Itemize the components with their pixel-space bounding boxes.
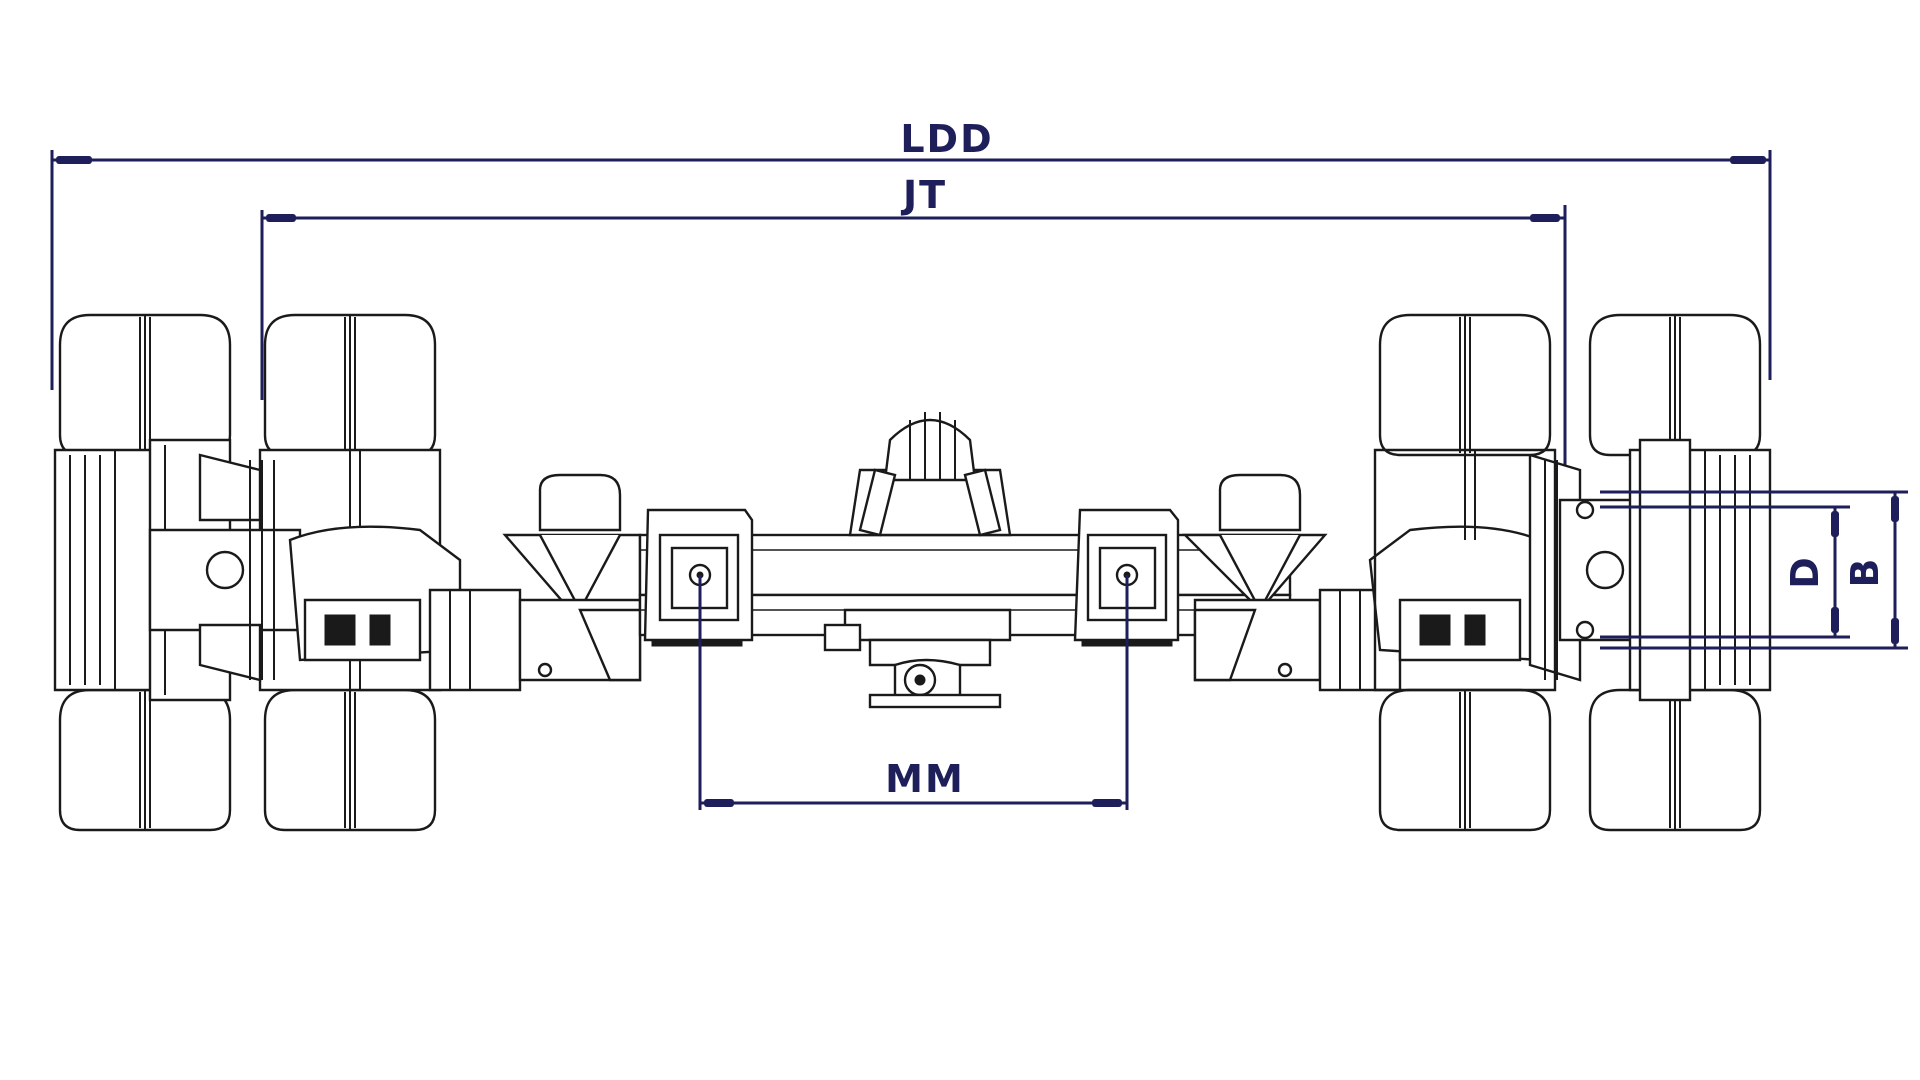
dimension-jt: JT <box>260 173 1567 470</box>
right-inner-wheel <box>1373 313 1557 832</box>
left-hub-assembly <box>148 453 522 692</box>
dimension-mm: MM <box>698 575 1129 810</box>
dimension-b: B <box>1600 490 1908 650</box>
right-outer-wheel <box>1588 313 1772 832</box>
right-spring-hanger <box>1182 473 1328 682</box>
dimension-ldd: LDD <box>50 117 1772 390</box>
ldd-label: LDD <box>900 117 993 161</box>
mm-label: MM <box>885 757 965 801</box>
dimension-d: D <box>1600 505 1850 639</box>
b-label: B <box>1843 557 1887 588</box>
jt-label: JT <box>900 173 947 217</box>
left-spring-hanger <box>502 473 642 682</box>
center-coupling <box>823 412 1012 709</box>
d-label: D <box>1783 555 1827 589</box>
